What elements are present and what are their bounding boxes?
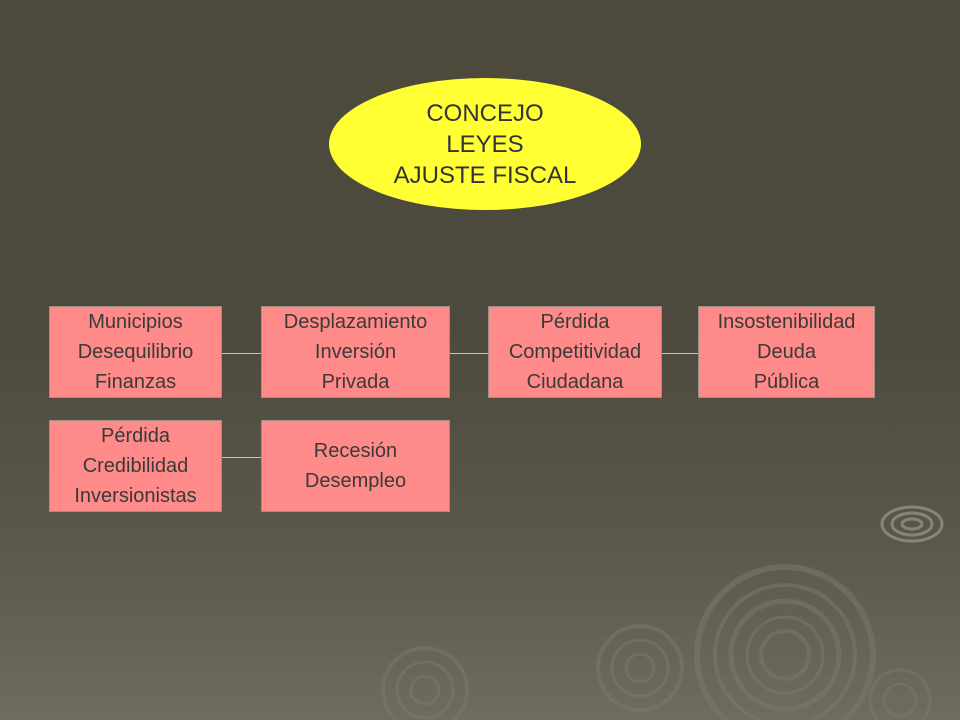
box-line: Desempleo (304, 470, 407, 492)
box-perdida-competitividad: Pérdida Competitividad Ciudadana (488, 306, 662, 398)
box-line: Desequilibrio (77, 341, 194, 363)
box-line: Insostenibilidad (717, 311, 856, 333)
box-perdida-credibilidad: Pérdida Credibilidad Inversionistas (49, 420, 222, 512)
box-line: Municipios (88, 311, 183, 333)
box-line: Pérdida (101, 425, 170, 447)
connector-municipios-desplazamiento (222, 353, 261, 354)
ellipse-line-1: CONCEJO (426, 99, 544, 127)
box-municipios: Municipios Desequilibrio Finanzas (49, 306, 222, 398)
box-recesion: Recesión Desempleo (261, 420, 450, 512)
box-line: Competitividad (508, 341, 642, 363)
connector-credibilidad-recesion (222, 457, 261, 458)
box-desplazamiento: Desplazamiento Inversión Privada (261, 306, 450, 398)
box-line: Privada (321, 371, 390, 393)
box-line: Pública (753, 371, 820, 393)
box-line: Inversión (314, 341, 397, 363)
concejo-ellipse: CONCEJO LEYES AJUSTE FISCAL (329, 78, 641, 210)
box-line: Inversionistas (74, 485, 197, 507)
box-line: Recesión (313, 440, 398, 462)
box-line: Deuda (757, 341, 816, 363)
ellipse-line-3: AJUSTE FISCAL (393, 161, 577, 189)
box-insostenibilidad: Insostenibilidad Deuda Pública (698, 306, 875, 398)
connector-competitividad-insostenibilidad (662, 353, 698, 354)
box-line: Pérdida (540, 311, 610, 333)
ellipse-line-2: LEYES (446, 130, 524, 158)
box-line: Finanzas (94, 371, 177, 393)
box-line: Ciudadana (526, 371, 624, 393)
box-line: Credibilidad (82, 455, 189, 477)
box-line: Desplazamiento (283, 311, 428, 333)
connector-desplazamiento-competitividad (450, 353, 488, 354)
